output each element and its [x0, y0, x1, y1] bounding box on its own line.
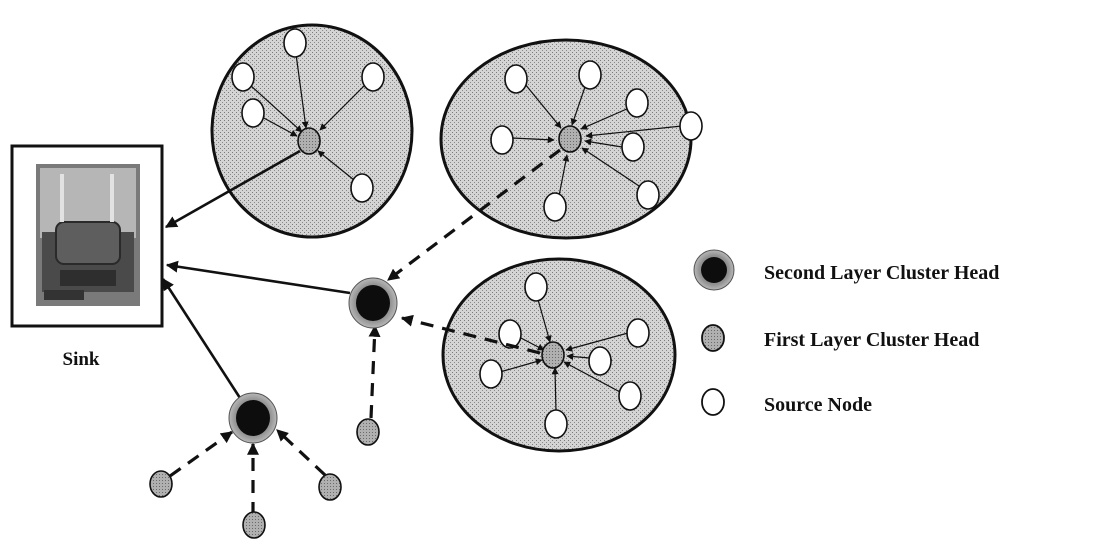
source-node	[544, 409, 568, 439]
legend-item-second-layer: Second Layer Cluster Head	[693, 249, 999, 291]
link-cluster3-to-second-head-a	[400, 314, 541, 355]
sink-links	[161, 149, 351, 399]
cluster-3	[441, 257, 677, 453]
source-node	[679, 111, 703, 141]
source-node-icon	[701, 388, 725, 416]
first-layer-node	[242, 511, 266, 539]
first-layer-node	[356, 418, 380, 446]
source-node	[626, 318, 650, 348]
source-node	[361, 62, 385, 92]
first-layer-head-icon	[701, 324, 725, 352]
source-node	[618, 381, 642, 411]
cluster-2	[439, 38, 703, 240]
source-node	[350, 173, 374, 203]
source-node	[588, 346, 612, 376]
link-node-to-second-head-b-left	[169, 430, 233, 478]
legend-label-first-layer: First Layer Cluster Head	[764, 329, 979, 351]
link-cluster2-to-second-head-a	[387, 148, 561, 282]
link-second-head-b-to-sink	[161, 277, 242, 399]
legend-item-source: Source Node	[701, 388, 872, 416]
source-node	[479, 359, 503, 389]
first-layer-node	[318, 473, 342, 501]
base-station-photo-icon	[36, 164, 140, 306]
legend-label-second-layer: Second Layer Cluster Head	[764, 262, 999, 284]
source-node	[543, 192, 567, 222]
link-node-to-second-head-b-right	[275, 428, 327, 477]
first-layer-cluster-head	[541, 341, 565, 369]
first-layer-node	[149, 470, 173, 498]
cluster-1	[210, 23, 414, 239]
source-node	[504, 64, 528, 94]
link-cluster1-to-sink	[164, 149, 301, 229]
source-node	[625, 88, 649, 118]
second-layer-cluster-head	[228, 392, 278, 444]
source-node	[578, 60, 602, 90]
legend-label-source: Source Node	[764, 394, 872, 416]
second-layer-head-icon-core	[701, 257, 727, 283]
second-layer-cluster-head	[348, 277, 398, 329]
sink-node: Sink	[10, 144, 164, 370]
first-layer-cluster-head	[297, 127, 321, 155]
link-second-head-a-to-sink	[165, 260, 351, 295]
source-node	[231, 62, 255, 92]
source-node	[636, 180, 660, 210]
source-node	[621, 132, 645, 162]
source-node	[498, 319, 522, 349]
source-node	[283, 28, 307, 58]
link-node-to-second-head-a	[368, 324, 381, 419]
dashed-links	[169, 148, 561, 515]
legend: Second Layer Cluster Head First Layer Cl…	[693, 249, 999, 416]
source-node	[524, 272, 548, 302]
sink-label: Sink	[63, 349, 100, 370]
legend-item-first-layer: First Layer Cluster Head	[701, 324, 979, 352]
first-layer-cluster-head	[558, 125, 582, 153]
source-node	[241, 98, 265, 128]
source-node	[490, 125, 514, 155]
